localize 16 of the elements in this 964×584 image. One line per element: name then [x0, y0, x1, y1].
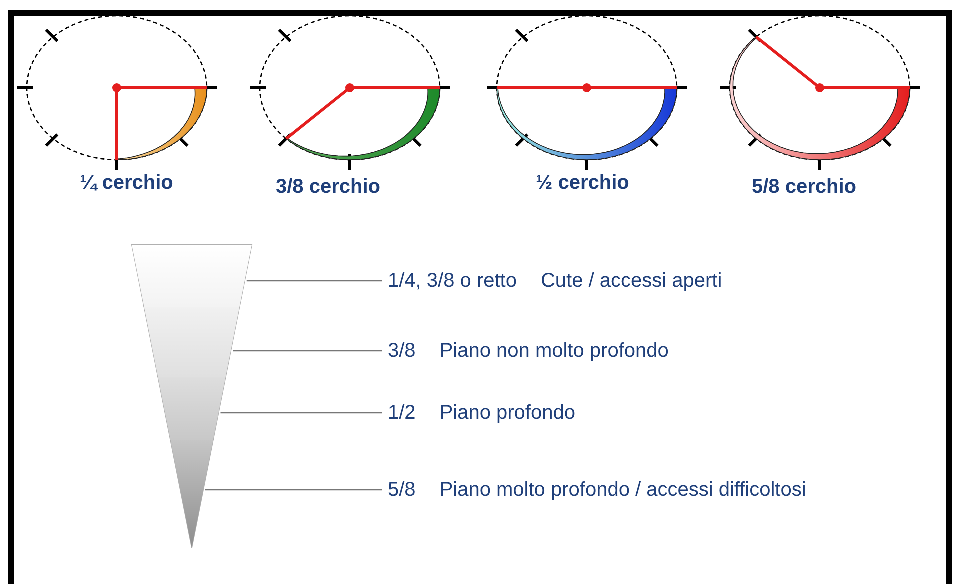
needle-size-label: 1/4, 3/8 o retto — [388, 270, 517, 292]
leader-line — [246, 280, 382, 282]
leader-line — [220, 412, 382, 414]
needle-size-label: 3/8 — [388, 340, 416, 362]
caption: 3/8 cerchio — [276, 176, 381, 199]
tissue-depth-label: Piano profondo — [440, 402, 576, 424]
caption: ½ cerchio — [536, 172, 630, 195]
needle-size-label: 5/8 — [388, 478, 416, 502]
leader-line — [205, 489, 382, 491]
needle-size-label: 1/2 — [388, 402, 416, 424]
caption: ¼ cerchio — [80, 172, 174, 195]
tissue-depth-label: Piano molto profondo / accessi difficoltosi — [440, 478, 806, 502]
caption: 5/8 cerchio — [752, 176, 857, 199]
tissue-depth-label: Piano non molto profondo — [440, 340, 669, 362]
leader-line — [233, 350, 382, 352]
tissue-depth-label: Cute / accessi aperti — [540, 270, 722, 292]
